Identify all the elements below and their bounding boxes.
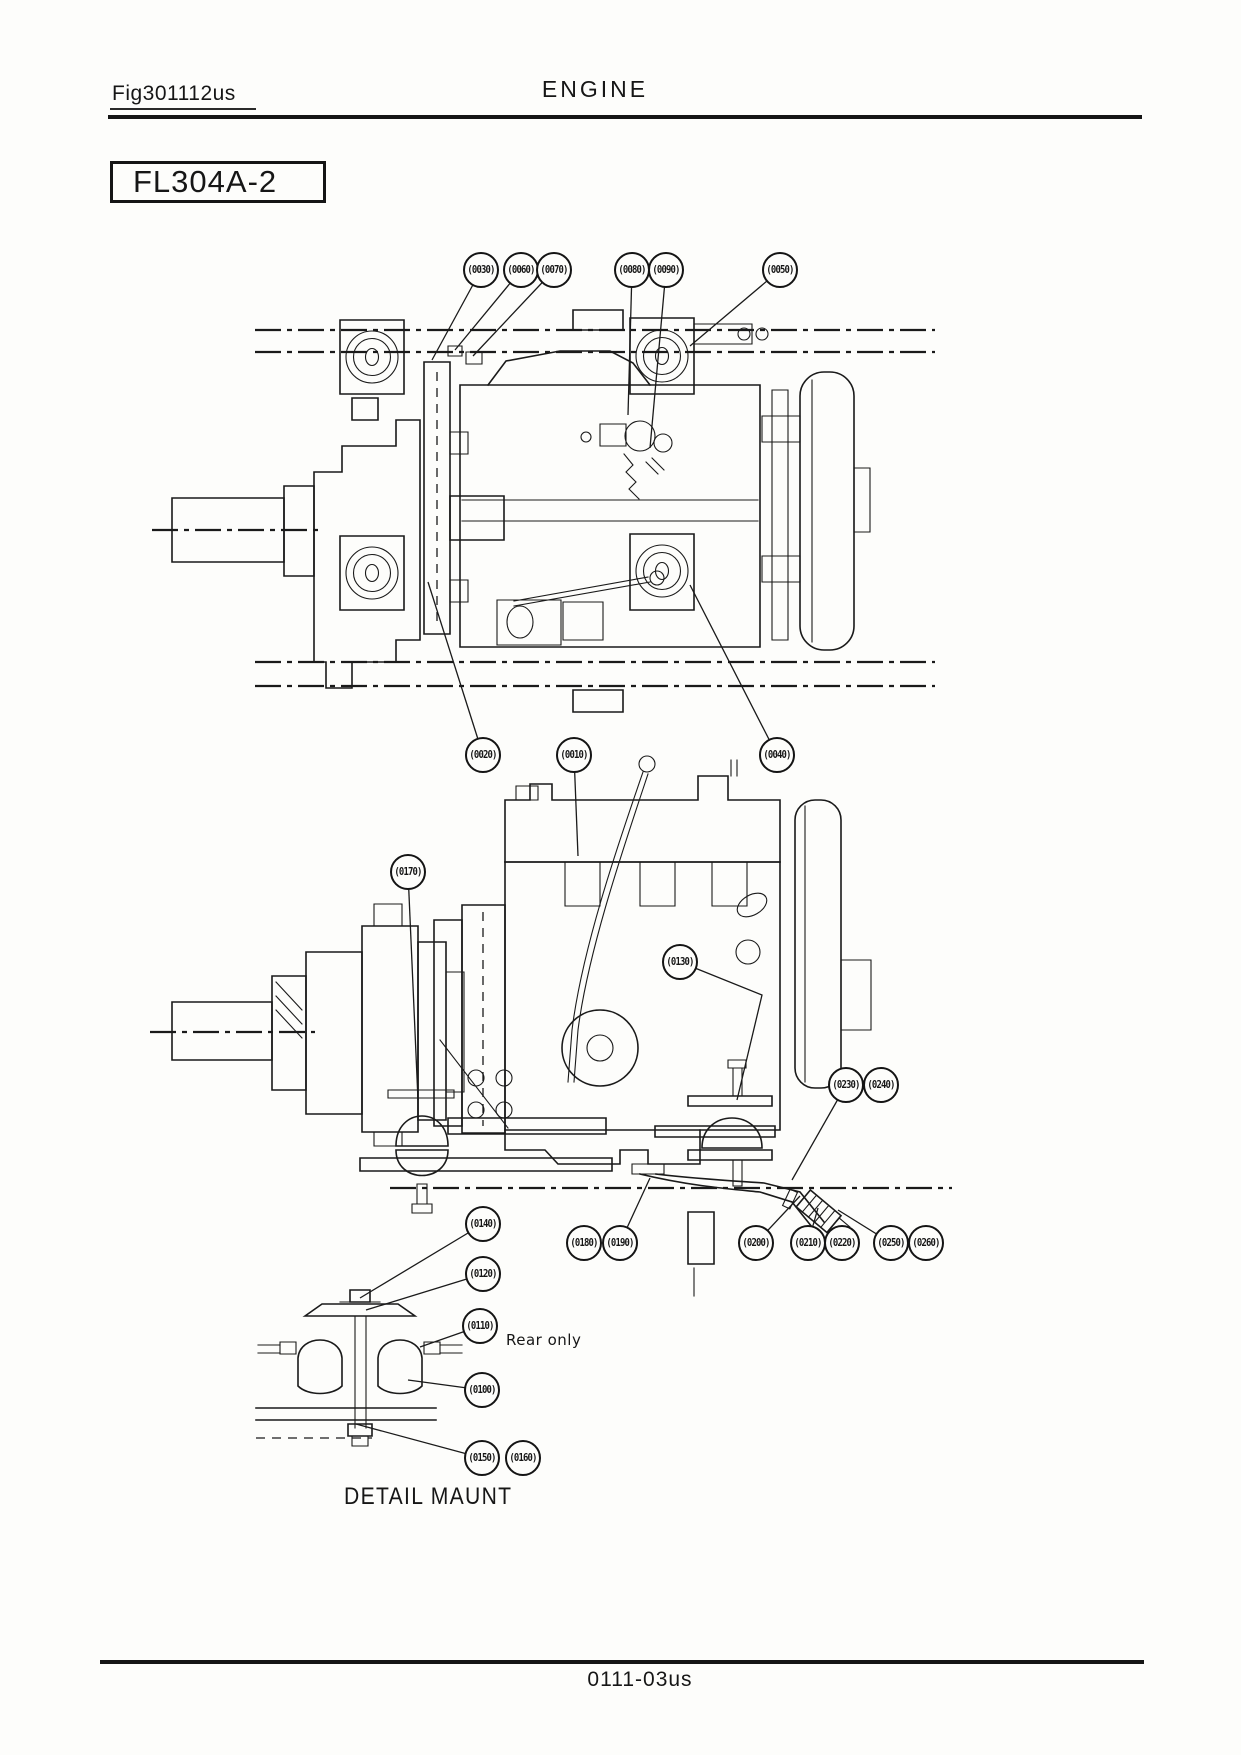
detail-mount-caption: DETAIL MAUNT bbox=[344, 1483, 513, 1510]
callout-leader-lines bbox=[356, 270, 891, 1458]
mount-detail-diagram bbox=[256, 1290, 462, 1446]
callout-balloon-0140: (0140) bbox=[465, 1206, 501, 1242]
callout-balloon-0180: (0180) bbox=[566, 1225, 602, 1261]
page-title: ENGINE bbox=[541, 76, 649, 102]
rear-only-note: Rear only bbox=[506, 1331, 582, 1349]
callout-balloon-0110: (0110) bbox=[462, 1308, 498, 1344]
callout-label: (0220) bbox=[828, 1237, 856, 1249]
callout-balloon-0190: (0190) bbox=[602, 1225, 638, 1261]
callout-balloon-0060: (0060) bbox=[503, 252, 539, 288]
leader-line-0040 bbox=[690, 585, 777, 755]
callout-balloon-0260: (0260) bbox=[908, 1225, 944, 1261]
callout-balloon-0210: (0210) bbox=[790, 1225, 826, 1261]
model-label-box: FL304A-2 bbox=[110, 161, 326, 203]
callout-label: (0110) bbox=[466, 1320, 494, 1332]
leader-line-0080 bbox=[628, 270, 632, 415]
callout-balloon-0090: (0090) bbox=[648, 252, 684, 288]
callout-balloon-0070: (0070) bbox=[536, 252, 572, 288]
footer-page-code: 0111-03us bbox=[587, 1668, 693, 1691]
leader-line-0070 bbox=[473, 270, 554, 356]
leader-line-0120 bbox=[366, 1274, 483, 1310]
callout-balloon-0100: (0100) bbox=[464, 1372, 500, 1408]
callout-balloon-0020: (0020) bbox=[465, 737, 501, 773]
header-rule bbox=[108, 115, 1142, 119]
leader-line-0020 bbox=[428, 582, 483, 755]
callout-label: (0020) bbox=[469, 749, 497, 761]
leader-line-0090 bbox=[650, 270, 666, 448]
leader-line-0140 bbox=[360, 1224, 483, 1298]
callout-balloon-0250: (0250) bbox=[873, 1225, 909, 1261]
callout-label: (0080) bbox=[618, 264, 646, 276]
callout-balloon-0030: (0030) bbox=[463, 252, 499, 288]
callout-label: (0140) bbox=[469, 1218, 497, 1230]
callout-label: (0120) bbox=[469, 1268, 497, 1280]
callout-label: (0180) bbox=[570, 1237, 598, 1249]
callout-balloon-0240: (0240) bbox=[863, 1067, 899, 1103]
callout-label: (0160) bbox=[509, 1452, 537, 1464]
callout-balloon-0010: (0010) bbox=[556, 737, 592, 773]
figure-reference: Fig301112us bbox=[112, 82, 236, 105]
engine-top-view-diagram bbox=[152, 310, 935, 712]
callout-label: (0040) bbox=[763, 749, 791, 761]
callout-label: (0190) bbox=[606, 1237, 634, 1249]
callout-balloon-0150: (0150) bbox=[464, 1440, 500, 1476]
leader-line-0130 bbox=[680, 962, 762, 1100]
callout-label: (0260) bbox=[912, 1237, 940, 1249]
callout-balloon-0220: (0220) bbox=[824, 1225, 860, 1261]
callout-balloon-0040: (0040) bbox=[759, 737, 795, 773]
callout-balloon-0170: (0170) bbox=[390, 854, 426, 890]
callout-balloon-0230: (0230) bbox=[828, 1067, 864, 1103]
callout-label: (0090) bbox=[652, 264, 680, 276]
callout-label: (0010) bbox=[560, 749, 588, 761]
callout-balloon-0200: (0200) bbox=[738, 1225, 774, 1261]
callout-label: (0130) bbox=[666, 956, 694, 968]
figure-reference-underline bbox=[110, 108, 256, 110]
callout-label: (0250) bbox=[877, 1237, 905, 1249]
model-label: FL304A-2 bbox=[133, 164, 278, 199]
leader-line-0170 bbox=[408, 872, 418, 1100]
callout-label: (0100) bbox=[468, 1384, 496, 1396]
callout-label: (0060) bbox=[507, 264, 535, 276]
callout-balloon-0120: (0120) bbox=[465, 1256, 501, 1292]
callout-label: (0240) bbox=[867, 1079, 895, 1091]
callout-balloon-0080: (0080) bbox=[614, 252, 650, 288]
callout-balloon-0130: (0130) bbox=[662, 944, 698, 980]
callout-label: (0150) bbox=[468, 1452, 496, 1464]
callout-label: (0030) bbox=[467, 264, 495, 276]
callout-label: (0170) bbox=[394, 866, 422, 878]
callout-label: (0210) bbox=[794, 1237, 822, 1249]
callout-label: (0070) bbox=[540, 264, 568, 276]
engine-side-view-diagram bbox=[150, 756, 952, 1296]
footer-rule bbox=[100, 1660, 1144, 1664]
leader-line-0050 bbox=[690, 270, 780, 346]
callout-label: (0230) bbox=[832, 1079, 860, 1091]
callout-label: (0050) bbox=[766, 264, 794, 276]
callout-label: (0200) bbox=[742, 1237, 770, 1249]
leader-line-0150 bbox=[356, 1424, 482, 1458]
callout-balloon-0050: (0050) bbox=[762, 252, 798, 288]
callout-balloon-0160: (0160) bbox=[505, 1440, 541, 1476]
